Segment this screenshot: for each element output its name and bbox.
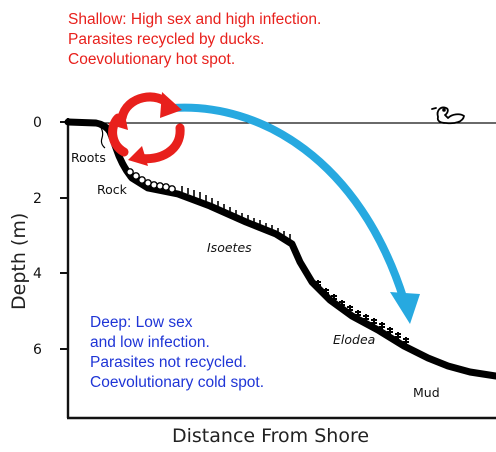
y-axis-title: Depth (m): [8, 220, 30, 310]
isoetes-label: Isoetes: [207, 240, 252, 255]
roots-label: Roots: [71, 150, 106, 165]
duck-icon: [432, 107, 464, 123]
mud-label: Mud: [413, 385, 440, 400]
deep-note-line: and low infection.: [90, 333, 264, 353]
x-axis-title: Distance From Shore: [172, 425, 369, 447]
shallow-note: Shallow: High sex and high infection. Pa…: [68, 10, 321, 70]
deep-note: Deep: Low sex and low infection. Parasit…: [90, 313, 264, 393]
rock-label: Rock: [97, 182, 128, 197]
deep-note-line: Parasites not recycled.: [90, 353, 264, 373]
deep-note-line: Coevolutionary cold spot.: [90, 373, 264, 393]
y-tick-label: 4: [33, 266, 42, 282]
y-ticks: 0 2 4 6: [33, 115, 68, 358]
y-tick-label: 0: [33, 115, 42, 131]
elodea-label: Elodea: [333, 332, 375, 347]
shallow-note-line: Shallow: High sex and high infection.: [68, 10, 321, 30]
deep-note-line: Deep: Low sex: [90, 313, 264, 333]
blue-curved-arrow-icon: [172, 108, 420, 324]
shallow-note-line: Parasites recycled by ducks.: [68, 30, 321, 50]
y-tick-label: 6: [33, 342, 42, 358]
y-tick-label: 2: [33, 191, 42, 207]
shallow-note-line: Coevolutionary hot spot.: [68, 50, 321, 70]
